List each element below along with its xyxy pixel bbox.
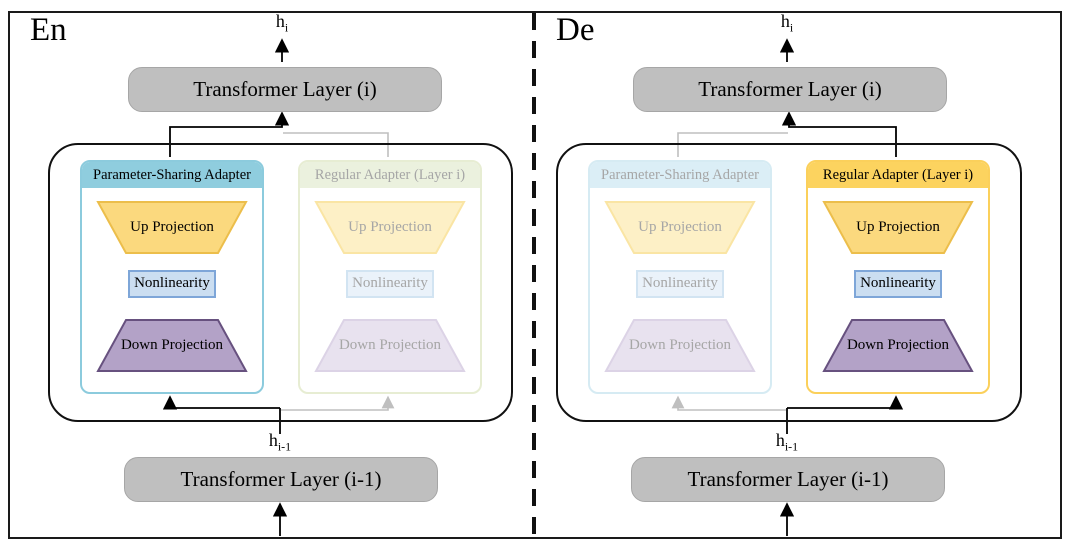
en-hidden-state-input-label: hi-1 [255,430,305,454]
en-hidden-in-base: h [268,430,278,450]
down-projection-shape: Down Projection [822,318,974,373]
down-projection-shape: Down Projection [96,318,248,373]
en-transformer-layer-top-box: Transformer Layer (i) [128,67,442,112]
de-hidden-state-input-label: hi-1 [762,430,812,454]
down-projection-shape: Down Projection [314,318,466,373]
up-projection-trapezoid [604,201,756,254]
panel-label-decoder: De [556,12,595,48]
down-projection-label: Down Projection [120,336,224,353]
de-adapter-regular-header: Regular Adapter (Layer i) [808,162,988,188]
nonlinearity-box: Nonlinearity [346,270,434,298]
nonlinearity-box: Nonlinearity [636,270,724,298]
de-adapters-container: Parameter-Sharing Adapter Up Projection … [556,143,1022,422]
en-adapter-regular-header: Regular Adapter (Layer i) [300,162,480,188]
en-hidden-out-base: h [275,11,285,31]
down-projection-trapezoid [604,319,756,372]
de-hidden-out-sub: i [789,20,794,35]
up-projection-label: Up Projection [348,218,432,235]
up-projection-shape: Up Projection [314,200,466,255]
nonlinearity-label: Nonlinearity [642,275,718,292]
up-projection-label: Up Projection [856,218,940,235]
nonlinearity-label: Nonlinearity [352,275,428,292]
down-projection-trapezoid [96,319,248,372]
down-projection-trapezoid [314,319,466,372]
en-transformer-layer-bottom-box: Transformer Layer (i-1) [124,457,438,502]
de-adapter-parameter-sharing: Parameter-Sharing Adapter Up Projection … [588,160,772,394]
de-hidden-state-output-label: hi [762,11,812,35]
down-projection-label: Down Projection [338,336,442,353]
up-projection-shape: Up Projection [822,200,974,255]
de-transformer-layer-bottom-box: Transformer Layer (i-1) [631,457,945,502]
up-projection-trapezoid [96,201,248,254]
de-adapter-parameter-sharing-header: Parameter-Sharing Adapter [590,162,770,188]
nonlinearity-box: Nonlinearity [854,270,942,298]
figure-border [8,11,1062,539]
up-projection-shape: Up Projection [96,200,248,255]
up-projection-trapezoid [822,201,974,254]
en-hidden-state-output-label: hi [257,11,307,35]
down-projection-label: Down Projection [846,336,950,353]
en-adapter-parameter-sharing: Parameter-Sharing Adapter Up Projection … [80,160,264,394]
en-adapter-regular: Regular Adapter (Layer i) Up Projection … [298,160,482,394]
down-projection-trapezoid [822,319,974,372]
en-adapters-container: Parameter-Sharing Adapter Up Projection … [48,143,513,422]
en-adapter-parameter-sharing-header: Parameter-Sharing Adapter [82,162,262,188]
nonlinearity-label: Nonlinearity [134,275,210,292]
en-hidden-out-sub: i [284,20,289,35]
panel-label-encoder: En [30,12,67,48]
de-hidden-in-sub: i-1 [784,439,799,454]
down-projection-shape: Down Projection [604,318,756,373]
down-projection-label: Down Projection [628,336,732,353]
up-projection-label: Up Projection [638,218,722,235]
up-projection-label: Up Projection [130,218,214,235]
de-adapter-regular: Regular Adapter (Layer i) Up Projection … [806,160,990,394]
de-transformer-layer-top-box: Transformer Layer (i) [633,67,947,112]
en-hidden-in-sub: i-1 [277,439,292,454]
up-projection-trapezoid [314,201,466,254]
de-hidden-in-base: h [775,430,785,450]
de-hidden-out-base: h [780,11,790,31]
nonlinearity-box: Nonlinearity [128,270,216,298]
nonlinearity-label: Nonlinearity [860,275,936,292]
up-projection-shape: Up Projection [604,200,756,255]
